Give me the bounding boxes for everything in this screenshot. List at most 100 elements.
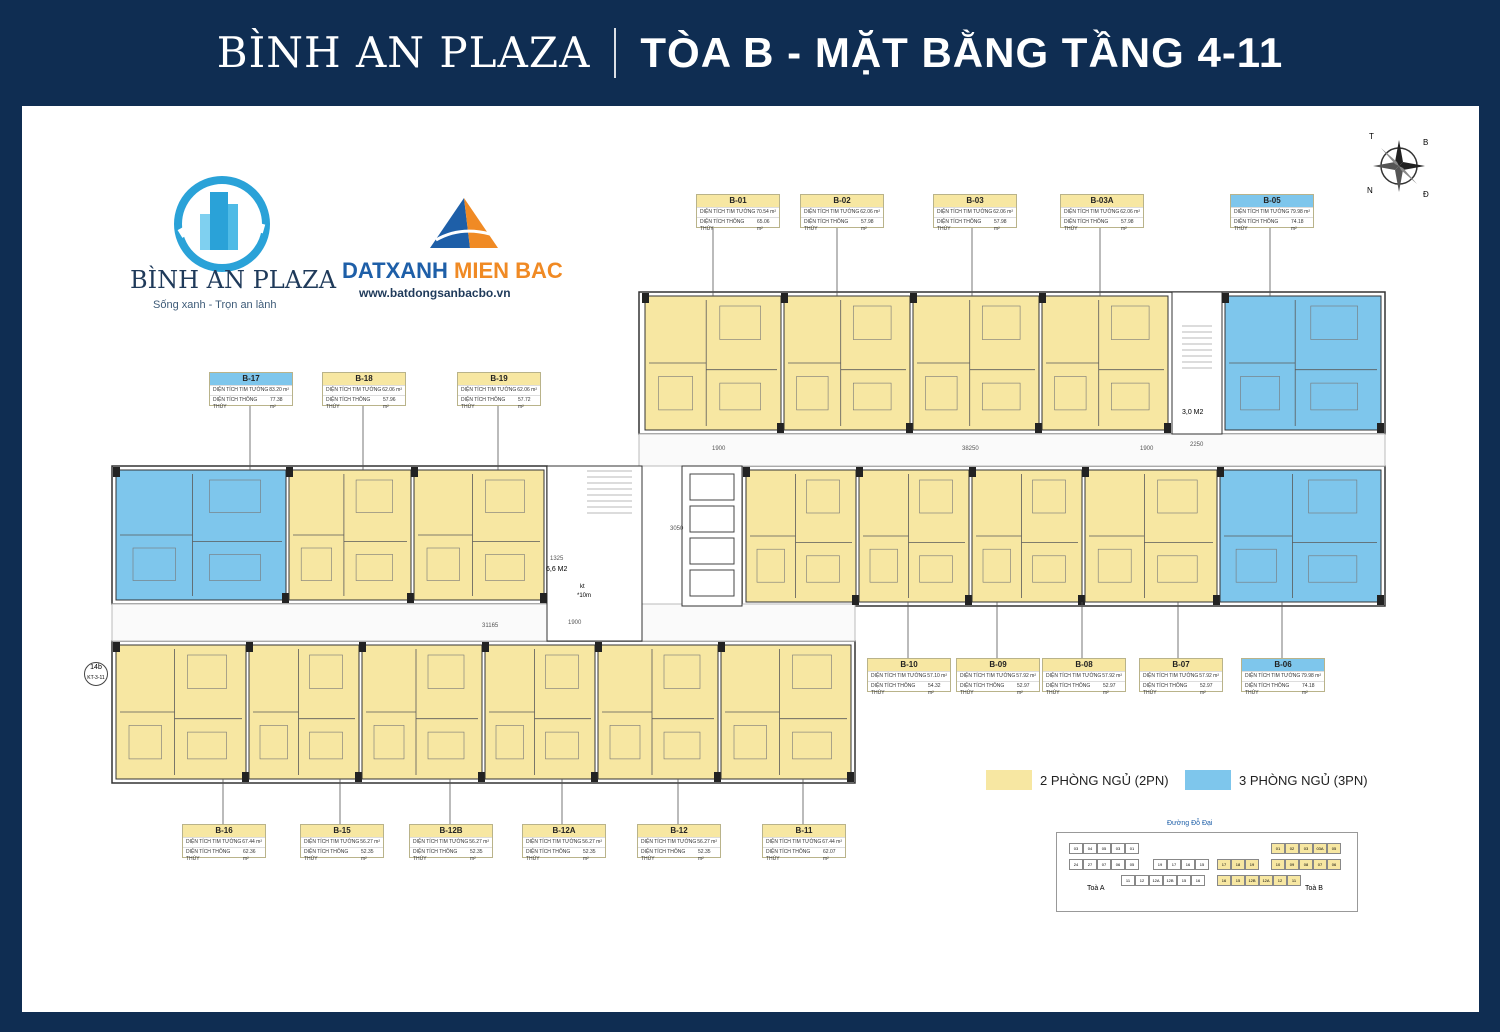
bed-icon [495,725,524,760]
website-url: www.batdongsanbacbo.vn [359,286,511,300]
net-label: DIỆN TÍCH THÔNG THỦY [1143,683,1188,696]
net-value: 62.36 m² [243,849,256,862]
corridor-south [111,603,856,642]
key-plan-cell: 19 [1245,859,1259,870]
key-plan-cell: 11 [1121,875,1135,886]
net-label: DIỆN TÍCH THÔNG THỦY [186,849,231,862]
net-label: DIỆN TÍCH THÔNG THỦY [413,849,458,862]
gross-label: DIỆN TÍCH TIM TƯỜNG [804,209,860,215]
legend-3pn: 3 PHÒNG NGỦ (3PN) [1185,770,1368,790]
key-plan-cell: 05 [1327,843,1341,854]
compass-b: B [1423,138,1429,147]
gross-label: DIỆN TÍCH TIM TƯỜNG [1245,673,1301,679]
gross-label: DIỆN TÍCH TIM TƯỜNG [766,839,822,845]
bed-icon [1308,479,1358,514]
bed-icon [982,548,1011,583]
legend-2pn: 2 PHÒNG NGỦ (2PN) [986,770,1169,790]
net-value: 74.18 m² [1302,683,1315,696]
bed-icon [485,554,525,581]
binhan-logo-icon [172,174,272,274]
gross-label: DIỆN TÍCH TIM TƯỜNG [186,839,242,845]
bed-icon [806,555,840,583]
bed-icon [609,725,641,760]
kt-label: kt [580,584,585,590]
compass-t: T [1369,132,1374,141]
key-plan-cell: 09 [1285,859,1299,870]
unit-card-name: B-07 [1140,659,1222,671]
column [113,642,120,652]
gross-value: 62.06 m² [517,387,537,393]
key-plan-cell: 07 [1313,859,1327,870]
dim-5: 1900 [1140,446,1154,452]
column [1039,293,1046,303]
key-plan-cell: 16 [1217,875,1231,886]
section-marker: 14b KT-3-11 [84,662,108,686]
bed-icon [796,376,829,411]
net-value: 57.98 m² [1121,219,1134,232]
gross-label: DIỆN TÍCH TIM TƯỜNG [937,209,993,215]
gross-value: 56.27 m² [582,839,602,845]
key-plan-cell: 03 [1069,843,1083,854]
key-plan-cell: 19 [1153,859,1167,870]
gross-value: 57.92 m² [1199,673,1219,679]
net-label: DIỆN TÍCH THÔNG THỦY [937,219,982,232]
bed-icon [806,479,840,514]
bed-icon [852,305,892,340]
compass-d: Đ [1423,190,1429,199]
bed-icon [545,731,579,760]
gross-value: 79.98 m² [1290,209,1310,215]
column [411,467,418,477]
net-label: DIỆN TÍCH THÔNG THỦY [960,683,1005,696]
column [355,772,362,782]
column [246,642,253,652]
bed-icon [719,382,761,411]
net-label: DIỆN TÍCH THÔNG THỦY [326,397,371,410]
net-value: 52.97 m² [1103,683,1116,696]
bed-icon [132,547,176,581]
key-plan-cell: 08 [1299,859,1313,870]
gross-label: DIỆN TÍCH TIM TƯỜNG [326,387,382,393]
gross-label: DIỆN TÍCH TIM TƯỜNG [1046,673,1102,679]
column [969,467,976,477]
column [478,772,485,782]
bed-icon [128,725,162,760]
gross-value: 70.54 m² [756,209,776,215]
bed-icon [373,725,405,760]
unit-card-name: B-03 [934,195,1016,207]
bed-icon [1157,555,1198,583]
bed-icon [981,382,1021,411]
key-plan-cell: 15 [1195,859,1209,870]
net-value: 74.18 m² [1291,219,1304,232]
net-label: DIỆN TÍCH THÔNG THỦY [1064,219,1109,232]
gross-value: 62.06 m² [993,209,1013,215]
unit-card-name: B-12A [523,825,605,837]
gross-value: 57.92 m² [1016,673,1036,679]
net-label: DIỆN TÍCH THÔNG THỦY [871,683,916,696]
key-plan-tower-b: Toà B [1305,885,1323,892]
net-value: 52.97 m² [1200,683,1213,696]
bed-icon [187,654,227,689]
bed-icon [309,654,343,689]
unit-card-net-row: DIỆN TÍCH THÔNG THỦY 52.97 m² [1140,681,1222,696]
net-label: DIỆN TÍCH THÔNG THỦY [1046,683,1091,696]
net-label: DIỆN TÍCH THÔNG THỦY [304,849,349,862]
key-plan-cell: 12A [1149,875,1163,886]
column [242,772,249,782]
dim-6: 3050 [670,526,684,532]
bed-icon [426,547,460,581]
bed-icon [1111,305,1150,340]
key-plan-cell: 06 [1327,859,1341,870]
dim-7: 1325 [550,556,564,562]
key-plan-cell: 01 [1271,843,1285,854]
